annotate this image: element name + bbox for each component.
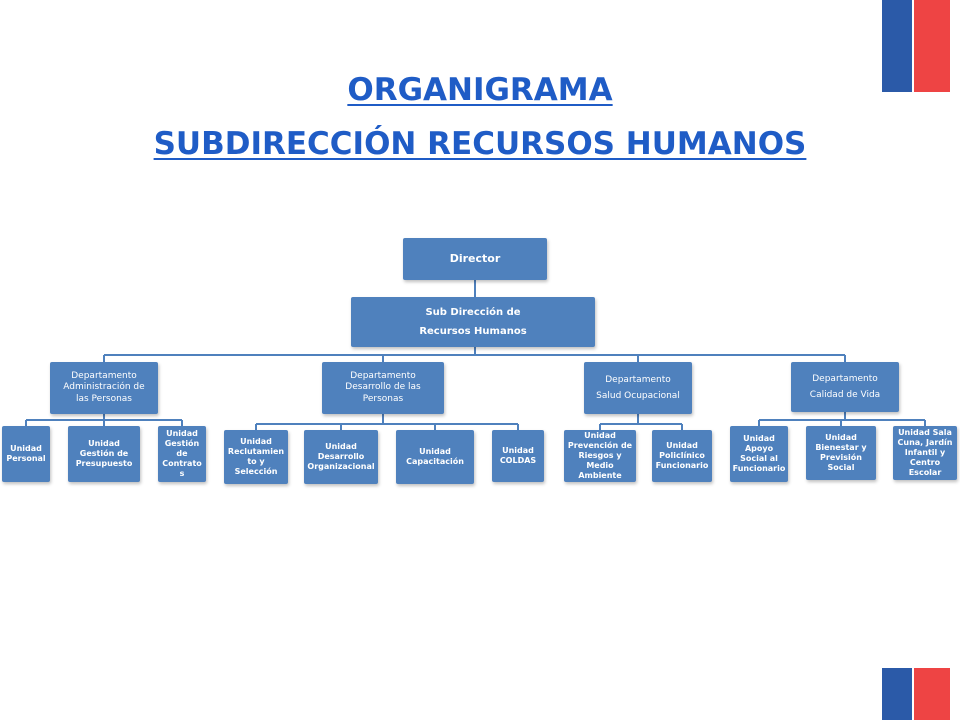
- org-node-unit: Unidad COLDAS: [492, 430, 544, 482]
- flag-blue-stripe: [882, 668, 912, 720]
- node-label: Unidad Bienestar y Previsión Social: [815, 433, 867, 472]
- org-node-unit: Unidad Gestión de Presupuesto: [68, 426, 140, 482]
- org-node-unit: Unidad Reclutamien to y Selección: [224, 430, 288, 484]
- page-subtitle: SUBDIRECCIÓN RECURSOS HUMANOS: [153, 126, 807, 162]
- org-node-department: Departamento Salud Ocupacional: [584, 362, 692, 414]
- node-label: Unidad Personal: [6, 444, 46, 463]
- org-node-subdireccion: Sub Dirección de Recursos Humanos: [351, 297, 595, 347]
- org-node-department: Departamento Administración de las Perso…: [50, 362, 158, 414]
- flag-logo-bottom: [882, 668, 950, 720]
- node-label: Unidad Gestión de Presupuesto: [75, 439, 133, 468]
- org-node-department: Departamento Desarrollo de las Personas: [322, 362, 444, 414]
- org-node-unit: Unidad Policlínico Funcionario: [652, 430, 712, 482]
- node-label: Departamento Calidad de Vida: [809, 373, 881, 400]
- org-node-unit: Unidad Capacitación: [396, 430, 474, 484]
- node-label: Departamento Administración de las Perso…: [63, 371, 145, 404]
- org-node-director: Director: [403, 238, 547, 280]
- node-label: Sub Dirección de Recursos Humanos: [419, 307, 527, 337]
- flag-logo-top: [882, 0, 950, 92]
- flag-red-stripe: [914, 0, 950, 92]
- node-label: Unidad Desarrollo Organizacional: [307, 442, 375, 471]
- node-label: Unidad Apoyo Social al Funcionario: [732, 434, 786, 473]
- page-title: ORGANIGRAMA: [347, 72, 613, 108]
- node-label: Unidad Reclutamien to y Selección: [227, 437, 285, 476]
- org-node-unit: Unidad Gestión de Contrato s: [158, 426, 206, 482]
- org-node-unit: Unidad Bienestar y Previsión Social: [806, 426, 876, 480]
- org-node-unit: Unidad Prevención de Riesgos y Medio Amb…: [564, 430, 636, 482]
- org-node-unit: Unidad Personal: [2, 426, 50, 482]
- flag-blue-stripe: [882, 0, 912, 92]
- node-label: Unidad COLDAS: [499, 446, 537, 465]
- node-label: Departamento Salud Ocupacional: [596, 374, 680, 401]
- node-label: Director: [449, 252, 501, 266]
- node-label: Unidad Capacitación: [406, 447, 464, 466]
- node-label: Unidad Prevención de Riesgos y Medio Amb…: [567, 431, 633, 480]
- node-label: Unidad Sala Cuna, Jardín Infantil y Cent…: [897, 428, 953, 477]
- org-node-unit: Unidad Desarrollo Organizacional: [304, 430, 378, 484]
- node-label: Unidad Gestión de Contrato s: [162, 429, 202, 478]
- org-node-unit: Unidad Sala Cuna, Jardín Infantil y Cent…: [893, 426, 957, 480]
- node-label: Departamento Desarrollo de las Personas: [345, 371, 421, 404]
- node-label: Unidad Policlínico Funcionario: [655, 441, 709, 470]
- org-node-department: Departamento Calidad de Vida: [791, 362, 899, 412]
- flag-red-stripe: [914, 668, 950, 720]
- org-node-unit: Unidad Apoyo Social al Funcionario: [730, 426, 788, 482]
